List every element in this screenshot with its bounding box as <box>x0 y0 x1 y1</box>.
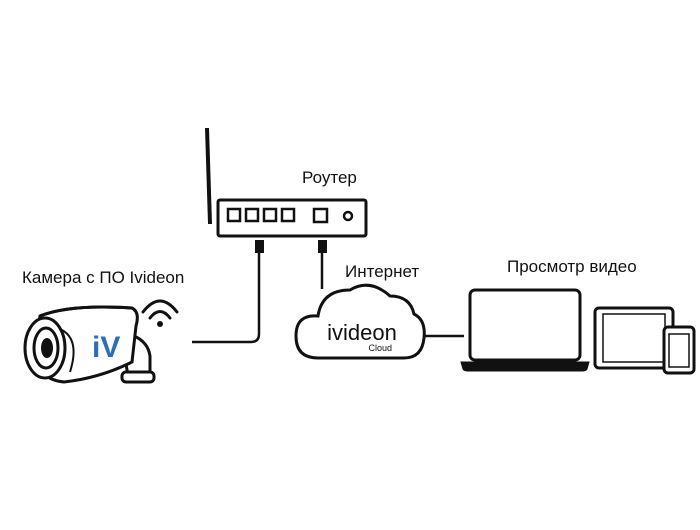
cables <box>192 253 464 344</box>
router-icon <box>205 127 368 238</box>
viewing-label: Просмотр видео <box>507 257 637 276</box>
phone-icon <box>662 325 696 375</box>
tablet-icon <box>593 306 675 370</box>
cloud-brand: ivideon <box>327 320 397 345</box>
camera-label: Камера с ПО Ivideon <box>22 268 185 287</box>
router-label: Роутер <box>302 168 357 187</box>
router-cable-plugs <box>255 240 327 253</box>
camera-icon <box>23 305 156 384</box>
cloud-sub: Cloud <box>368 343 392 353</box>
camera-badge: iV <box>92 331 120 364</box>
laptop-icon <box>460 288 590 372</box>
cloud-icon <box>294 283 426 360</box>
internet-label: Интернет <box>345 262 420 281</box>
wifi-icon <box>141 299 179 327</box>
